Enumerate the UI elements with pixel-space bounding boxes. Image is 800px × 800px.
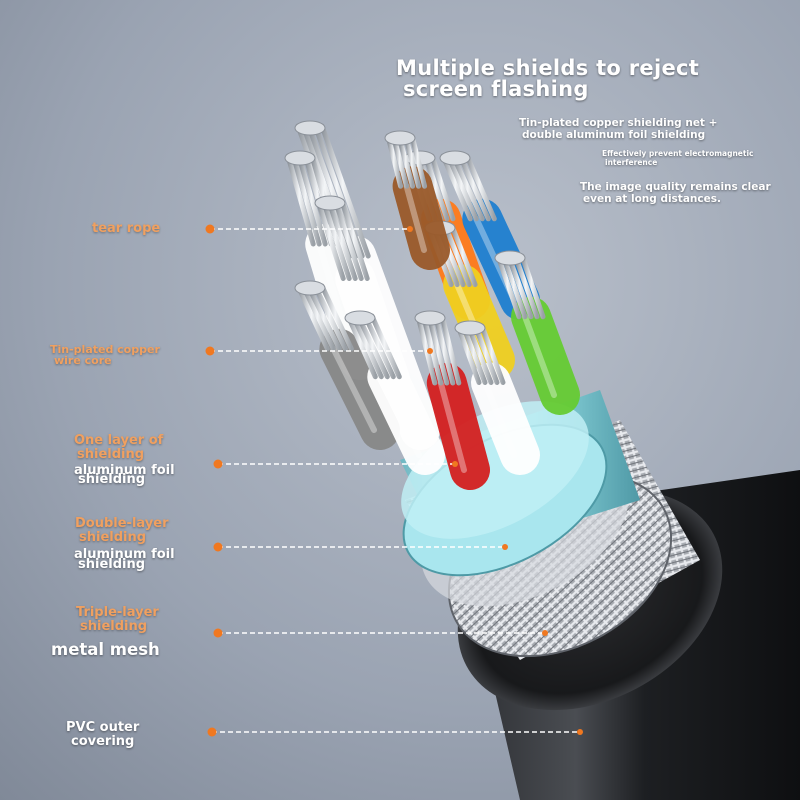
label-pvc-line-1: PVC outer xyxy=(66,720,140,735)
leader-dot-one-layer xyxy=(213,459,223,469)
label-one-layer-line-1: One layer of xyxy=(74,433,164,448)
label-triple-layer-line-3: metal mesh xyxy=(51,640,160,659)
feature-emi-line-2: interference xyxy=(605,158,658,167)
leader-tip-double-layer xyxy=(502,544,508,550)
callout-leaders xyxy=(205,224,583,737)
label-double-layer-line-4: shielding xyxy=(78,557,146,572)
leader-dot-triple-layer xyxy=(213,628,223,638)
label-one-layer-line-2: shielding xyxy=(77,447,145,462)
label-wire-core-line-1: Tin-plated copper xyxy=(50,343,160,356)
label-one-layer-line-4: shielding xyxy=(78,472,146,487)
label-tear-rope: tear rope xyxy=(92,221,161,236)
feature-shielding-line-2: double aluminum foil shielding xyxy=(522,129,706,141)
leader-tip-wire-core xyxy=(427,348,433,354)
wire-gray-7 xyxy=(294,280,400,450)
wire-brown-11 xyxy=(384,130,450,270)
wire-white-10 xyxy=(454,320,540,475)
label-one-layer-line-3: aluminum foil xyxy=(74,463,175,478)
feature-emi-line-1: Effectively prevent electromagnetic xyxy=(602,149,754,158)
wire-green-6 xyxy=(494,250,580,415)
label-double-layer-line-3: aluminum foil xyxy=(74,547,175,562)
leader-dot-tear-rope xyxy=(205,224,215,234)
label-triple-layer-line-1: Triple-layer xyxy=(76,605,159,620)
leader-dot-wire-core xyxy=(205,346,215,356)
headline-line-1: Multiple shields to reject xyxy=(396,56,700,80)
headline-line-2: screen flashing xyxy=(403,77,589,101)
leader-dot-pvc xyxy=(207,727,217,737)
leader-dot-double-layer xyxy=(213,542,223,552)
label-double-layer-line-1: Double-layer xyxy=(75,516,169,531)
label-double-layer-line-2: shielding xyxy=(79,530,147,545)
wire-white-8 xyxy=(344,310,445,475)
leader-tip-one-layer xyxy=(452,461,458,467)
leader-tip-triple-layer xyxy=(542,630,548,636)
label-triple-layer-line-2: shielding xyxy=(80,619,148,634)
leader-tip-tear-rope xyxy=(407,226,413,232)
leader-tip-pvc xyxy=(577,729,583,735)
wire-bundle xyxy=(284,120,580,490)
label-wire-core-line-2: wire core xyxy=(54,354,112,367)
feature-shielding-line-1: Tin-plated copper shielding net + xyxy=(519,117,718,129)
label-pvc-line-2: covering xyxy=(71,734,135,749)
feature-quality-line-2: even at long distances. xyxy=(583,193,721,205)
feature-quality-line-1: The image quality remains clear xyxy=(580,181,771,193)
